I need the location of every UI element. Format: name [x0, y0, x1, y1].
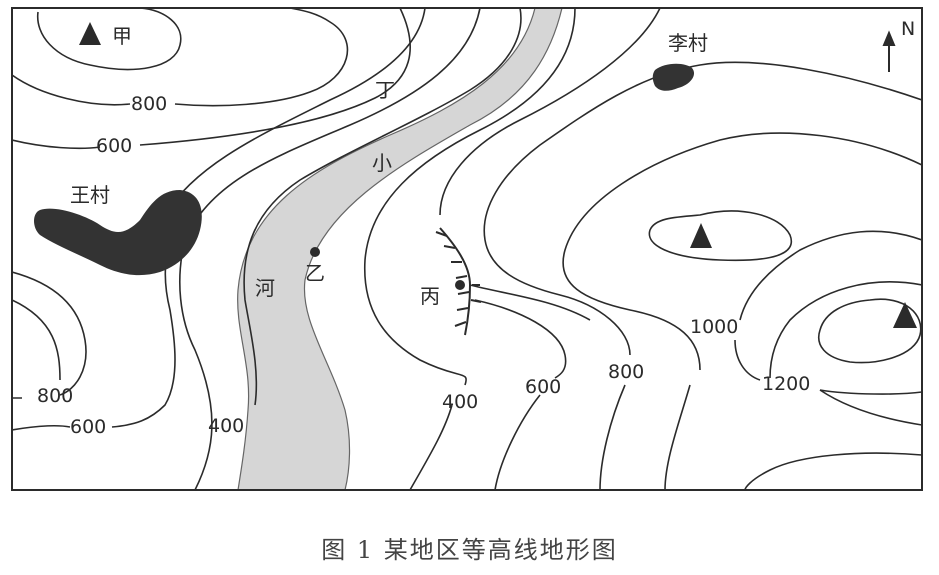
compass-label: N: [901, 18, 915, 40]
point-yi-label: 乙: [305, 261, 325, 285]
contour-label-c-400: 400: [208, 415, 244, 437]
contour-label-nw-800: 800: [131, 93, 167, 115]
contour-bing-ridge: [469, 284, 591, 321]
village-li-label: 李村: [668, 31, 708, 55]
point-yi-dot: [310, 247, 320, 257]
peak-jia-label: 甲: [112, 24, 132, 48]
contour-e-inner-peak: [648, 210, 793, 262]
contour-label-s-600: 600: [525, 376, 561, 398]
river: [237, 8, 563, 490]
contour-e-south: [744, 452, 922, 490]
contour-e-1000: [734, 230, 922, 395]
contour-w-800: [12, 271, 87, 399]
contour-e-800: [483, 61, 922, 490]
contour-label-s-400: 400: [442, 391, 478, 413]
peak-southeast-icon: [893, 302, 917, 328]
point-bing-label: 丙: [420, 284, 440, 308]
contour-label-w-800: 800: [37, 385, 73, 407]
contour-e-1200: [818, 298, 922, 364]
figure-caption: 图 1 某地区等高线地形图: [321, 536, 618, 564]
contour-nw-600: [12, 8, 411, 150]
contour-e-900: [562, 132, 922, 490]
river-label-ding: 丁: [375, 78, 395, 102]
contour-e-600: [439, 8, 661, 490]
contour-w-400: [164, 8, 522, 406]
peak-jia-icon: [79, 22, 101, 45]
map-frame: [11, 7, 923, 491]
contour-nw-inner: [36, 8, 182, 71]
river-label-he: 河: [255, 276, 275, 300]
peak-east-icon: [690, 223, 712, 248]
contour-nw-800: [12, 8, 349, 107]
contour-label-nw-600: 600: [96, 135, 132, 157]
contour-map: N 甲 王村 李村 乙 丙 丁 小 河 800 600 800 600 400 …: [11, 7, 923, 491]
contour-label-e-1200: 1200: [762, 373, 810, 395]
river-label-xiao: 小: [372, 151, 392, 175]
point-bing-dot: [455, 280, 465, 290]
contour-label-e-800: 800: [608, 361, 644, 383]
contour-label-e-1000: 1000: [690, 316, 738, 338]
village-li: [652, 63, 695, 91]
village-wang-label: 王村: [70, 183, 110, 207]
contour-e-1100: [769, 281, 922, 426]
village-wang: [34, 190, 202, 276]
contour-label-w-600: 600: [70, 416, 106, 438]
contour-e-400: [363, 8, 576, 490]
north-arrow-icon: [882, 30, 896, 72]
